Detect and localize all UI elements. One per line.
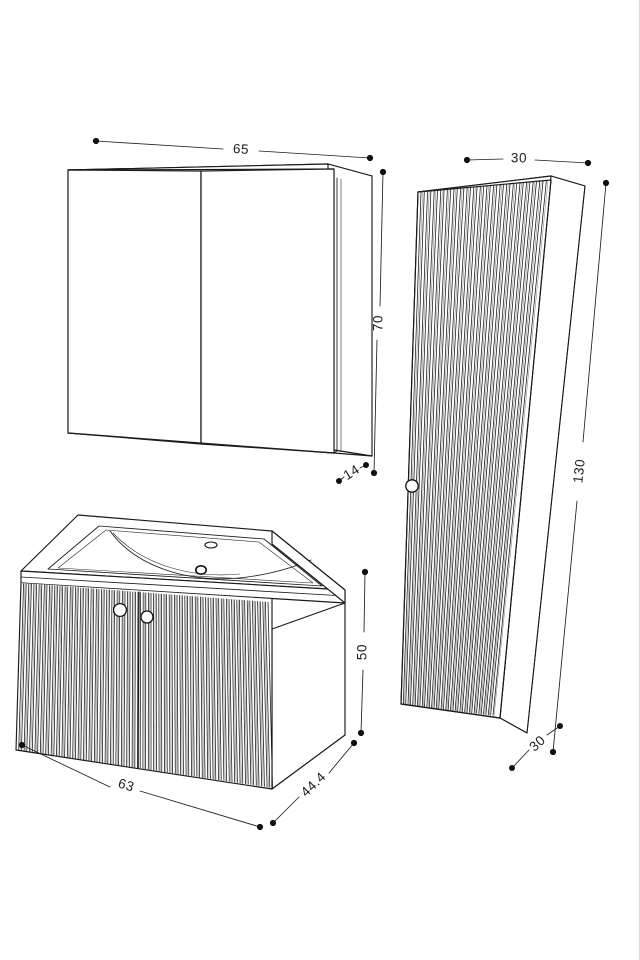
dimension-mirror-width-dot-start [92,137,100,145]
vanity-basin-rim [47,525,323,587]
dimension-mirror-depth: 14 [336,462,369,484]
dimension-tall-depth-dot-end [557,723,563,729]
vanity-basin-drain-hole [195,564,208,575]
dimension-mirror-height-line-top [379,171,384,307]
tall-cabinet-knob-handle[interactable] [405,479,419,493]
vanity-basin-overflow-hole [204,541,218,549]
vanity-cabinet-left-edge [15,582,22,751]
dimension-mirror-height-line-bottom [373,339,378,474]
dimension-tall-height-dot-top [602,179,610,187]
dimension-tall-width-label: 30 [511,151,527,166]
tall-cabinet-fluting [402,180,547,716]
dimension-vanity-width-label: 63 [116,776,136,795]
dimension-vanity-height: 50 [355,568,370,737]
product-mirror-cabinet [67,163,373,457]
dimension-mirror-height-label: 70 [371,315,386,331]
product-vanity-unit [15,514,346,790]
dimension-tall-height: 130 [549,179,610,756]
dimension-tall-depth-label: 30 [526,732,548,754]
dimension-mirror-height: 70 [370,168,387,477]
vanity-cabinet-fluting-highlights [19,583,269,788]
dimension-vanity-depth-dot-start [269,819,277,827]
product-tall-cabinet [400,175,586,734]
vanity-cabinet-fluting [18,583,273,789]
dimension-mirror-depth-dot-start [336,478,342,484]
tall-cabinet-fluting-highlights [404,180,549,716]
tall-cabinet-bottom-side-edge [499,717,528,734]
dimension-vanity-height-line-bottom [360,669,364,734]
dimension-vanity-depth-label: 44.4 [298,769,329,800]
dimension-mirror-width-line-right [258,150,371,159]
mirror-cabinet-side-panel [327,163,373,457]
dimension-tall-depth-dot-start [509,765,515,771]
vanity-basin-bowl-curve [109,530,312,580]
dimension-mirror-depth-label: 14 [341,462,363,483]
dimension-vanity-depth-line-left [272,796,300,824]
tall-cabinet-front-left-corner [400,191,419,705]
dimension-vanity-width-line-left [21,744,111,788]
vanity-cabinet-bottom-side-edge [271,734,346,790]
vanity-cabinet-side-panel [271,602,346,790]
dimension-vanity-width: 63 [18,741,264,831]
dimension-tall-width-dot-start [463,156,471,164]
mirror-cabinet-bottom-corner [333,450,338,454]
vanity-cabinet-bottom-front-edge [15,749,273,790]
dimension-tall-height-label: 130 [570,458,587,484]
dimension-tall-height-line-top [582,182,607,443]
dimension-tall-width-line-left [466,158,504,161]
dimension-mirror-depth-dot-end [363,462,369,468]
dimension-tall-width-line-right [534,159,589,164]
tall-cabinet-front-right-corner [499,179,552,719]
dimension-vanity-width-dot-end [256,823,264,831]
vanity-knob-handle-right[interactable] [140,610,154,624]
vanity-countertop-edge-reveal [20,576,346,597]
mirror-cabinet-door-right[interactable] [200,168,335,454]
dimension-mirror-height-dot-top [379,168,387,176]
vanity-basin-bowl-curve-secondary [112,532,241,576]
tall-cabinet-right-rear-edge [526,185,586,734]
dimension-vanity-height-label: 50 [355,644,370,660]
dimension-mirror-width: 65 [92,137,374,162]
dimension-mirror-width-label: 65 [233,141,250,157]
vanity-basin-rim-inner [57,529,314,584]
dimension-vanity-depth-line-right [328,742,355,774]
dimension-tall-width: 30 [463,151,592,167]
mirror-cabinet-door-left[interactable] [67,169,202,445]
dimension-vanity-width-dot-start [18,741,26,749]
dimension-vanity-height-line-top [363,571,366,633]
dimension-tall-height-line-bottom [552,500,578,753]
dimension-vanity-width-line-right [139,790,261,828]
vanity-door-gap [137,591,140,769]
dimension-tall-depth-line-left [511,749,530,769]
dimension-vanity-height-dot-bottom [357,729,365,737]
tall-cabinet-bottom-front-edge [400,703,501,719]
dimension-tall-height-dot-bottom [549,748,557,756]
dimension-vanity-depth-dot-end [350,739,358,747]
dimension-tall-width-dot-end [584,159,592,167]
dimension-mirror-width-line-left [95,140,224,150]
dimension-mirror-height-dot-bottom [370,469,378,477]
dimension-mirror-width-dot-end [366,154,374,162]
dimension-vanity-height-dot-top [361,568,369,576]
vanity-knob-handle-left[interactable] [112,602,128,618]
